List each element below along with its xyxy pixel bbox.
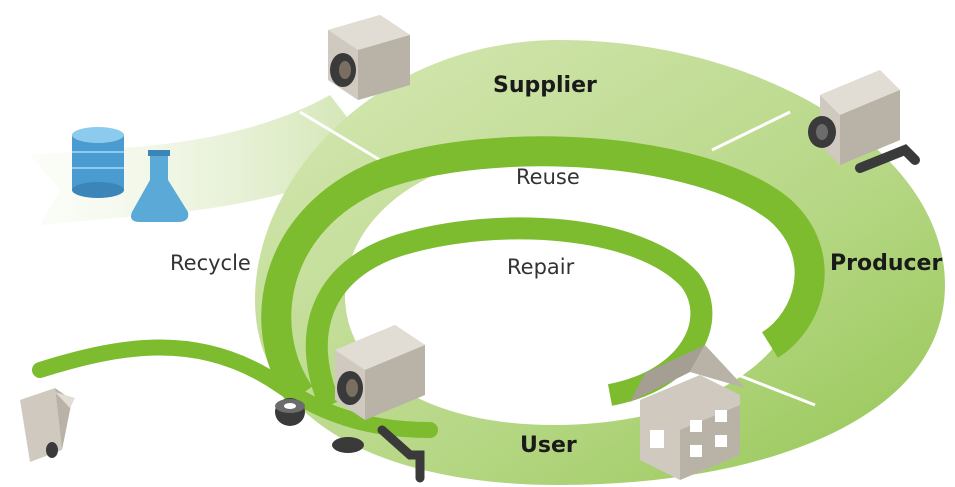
flask-icon	[131, 150, 189, 222]
barrel-stack-icon	[72, 127, 124, 198]
label-repair: Repair	[507, 255, 575, 279]
ring-divider-supplier	[299, 110, 381, 162]
recycle-trail	[32, 339, 438, 438]
waste-bin-icon	[20, 388, 75, 462]
producer-machine-icon	[808, 70, 920, 173]
house-icon	[630, 345, 745, 480]
label-user: User	[520, 433, 577, 458]
scrap-parts-icon	[275, 398, 425, 483]
reuse-loop	[261, 136, 825, 404]
ring-divider-user	[714, 364, 816, 407]
label-reuse: Reuse	[516, 165, 580, 189]
ring-divider-producer	[711, 110, 791, 152]
label-recycle: Recycle	[170, 251, 251, 275]
user-box-icon	[335, 325, 425, 420]
repair-loop	[305, 217, 713, 410]
label-supplier: Supplier	[493, 73, 597, 98]
label-producer: Producer	[830, 251, 942, 276]
supplier-box-icon	[328, 15, 410, 100]
